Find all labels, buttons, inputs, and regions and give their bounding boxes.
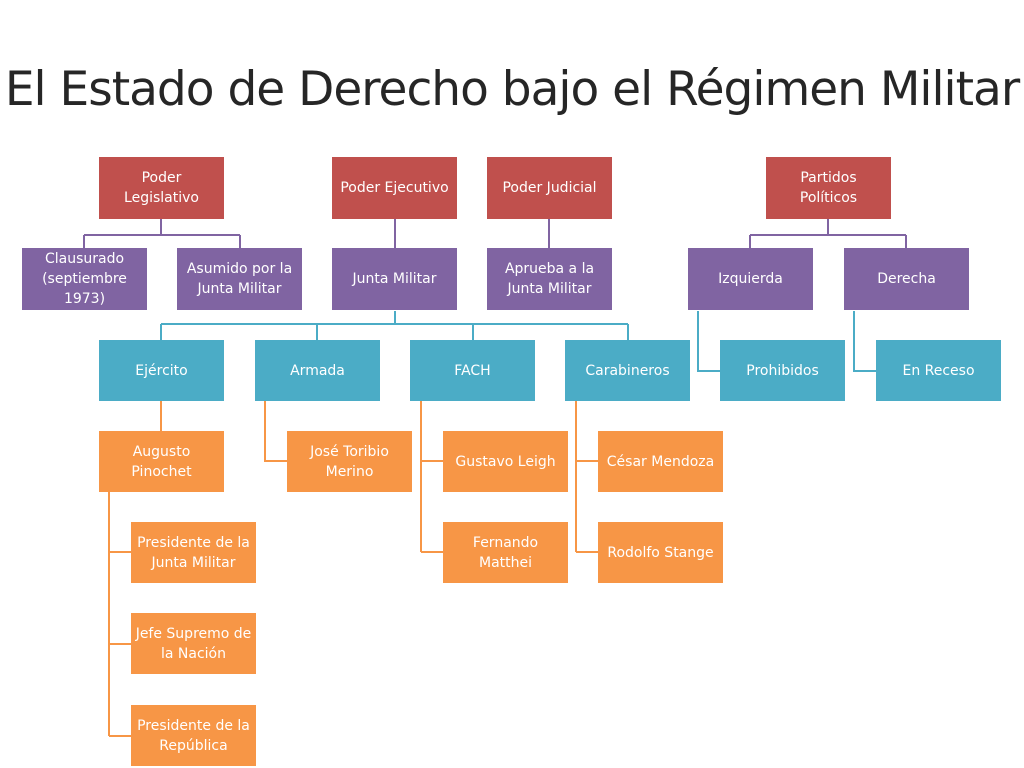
- node-ejercito: Ejército: [99, 340, 224, 401]
- node-rodolfo-stange: Rodolfo Stange: [598, 522, 723, 583]
- connector-derecha: [853, 311, 876, 372]
- node-carabineros: Carabineros: [565, 340, 690, 401]
- connector-legislativo: [83, 219, 241, 248]
- connector-izquierda: [697, 311, 720, 372]
- node-prohibidos: Prohibidos: [720, 340, 845, 401]
- node-poder-ejecutivo: Poder Ejecutivo: [332, 157, 457, 219]
- node-clausurado: Clausurado (septiembre 1973): [22, 248, 147, 310]
- node-presidente-republica: Presidente de la República: [131, 705, 256, 766]
- node-poder-judicial: Poder Judicial: [487, 157, 612, 219]
- connector-fach: [420, 401, 443, 553]
- node-asumido-junta: Asumido por la Junta Militar: [177, 248, 302, 310]
- connector-partidos: [749, 219, 907, 248]
- node-presidente-junta: Presidente de la Junta Militar: [131, 522, 256, 583]
- node-fernando-matthei: Fernando Matthei: [443, 522, 568, 583]
- node-cesar-mendoza: César Mendoza: [598, 431, 723, 492]
- node-en-receso: En Receso: [876, 340, 1001, 401]
- node-derecha: Derecha: [844, 248, 969, 310]
- connector-pinochet: [108, 492, 131, 737]
- node-aprueba-junta: Aprueba a la Junta Militar: [487, 248, 612, 310]
- node-partidos-politicos: Partidos Políticos: [766, 157, 891, 219]
- connector-junta: [160, 311, 629, 340]
- node-junta-militar: Junta Militar: [332, 248, 457, 310]
- page-title: El Estado de Derecho bajo el Régimen Mil…: [4, 62, 1020, 117]
- node-augusto-pinochet: Augusto Pinochet: [99, 431, 224, 492]
- node-poder-legislativo: Poder Legislativo: [99, 157, 224, 219]
- node-jose-toribio-merino: José Toribio Merino: [287, 431, 412, 492]
- connector-carabineros: [575, 401, 598, 553]
- node-fach: FACH: [410, 340, 535, 401]
- node-izquierda: Izquierda: [688, 248, 813, 310]
- node-armada: Armada: [255, 340, 380, 401]
- node-jefe-supremo: Jefe Supremo de la Nación: [131, 613, 256, 674]
- node-gustavo-leigh: Gustavo Leigh: [443, 431, 568, 492]
- connector-armada: [264, 401, 287, 462]
